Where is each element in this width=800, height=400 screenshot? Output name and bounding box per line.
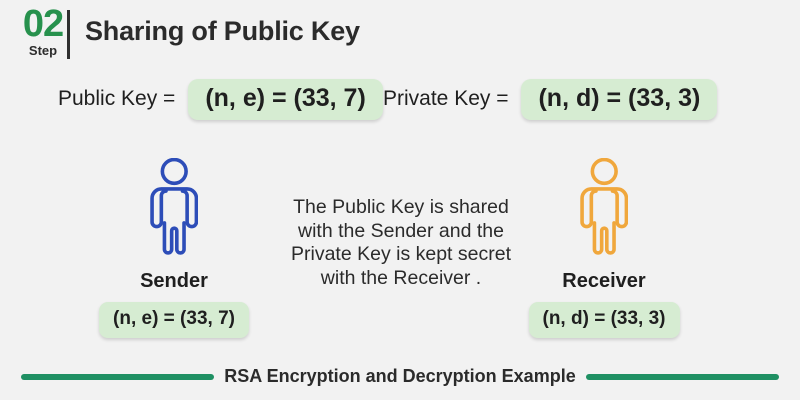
footer-rule-left bbox=[21, 373, 215, 380]
receiver-key-badge: (n, d) = (33, 3) bbox=[528, 302, 680, 338]
step-number: 02 bbox=[22, 3, 64, 45]
page-title: Sharing of Public Key bbox=[85, 16, 360, 46]
public-key-row: Public Key = (n, e) = (33, 7) bbox=[58, 76, 383, 122]
private-key-row: Private Key = (n, d) = (33, 3) bbox=[383, 76, 718, 122]
sender-person-icon bbox=[150, 158, 198, 255]
description-text: The Public Key is shared with the Sender… bbox=[256, 196, 546, 290]
private-key-value: (n, d) = (33, 3) bbox=[521, 78, 718, 120]
sender-key-badge: (n, e) = (33, 7) bbox=[99, 302, 249, 338]
public-key-label: Public Key = bbox=[58, 87, 176, 110]
description-line: Private Key is kept secret bbox=[290, 243, 511, 265]
sender-column: Sender (n, e) = (33, 7) bbox=[91, 158, 257, 338]
description-line: The Public Key is shared bbox=[293, 196, 509, 218]
receiver-column: Receiver (n, d) = (33, 3) bbox=[521, 158, 687, 338]
private-key-label: Private Key = bbox=[383, 87, 509, 110]
step-block: 02 Step bbox=[18, 4, 68, 58]
sender-label: Sender bbox=[140, 270, 208, 292]
footer-rule-right bbox=[585, 373, 779, 380]
footer-caption: RSA Encryption and Decryption Example bbox=[224, 366, 576, 386]
step-label: Step bbox=[28, 43, 58, 58]
footer: RSA Encryption and Decryption Example bbox=[0, 366, 800, 387]
receiver-label: Receiver bbox=[562, 270, 646, 292]
public-key-value: (n, e) = (33, 7) bbox=[188, 78, 383, 120]
header-divider bbox=[67, 10, 70, 59]
description-line: with the Receiver . bbox=[320, 266, 482, 289]
description-line: with the Sender and the bbox=[298, 219, 504, 242]
receiver-person-icon bbox=[580, 158, 628, 255]
